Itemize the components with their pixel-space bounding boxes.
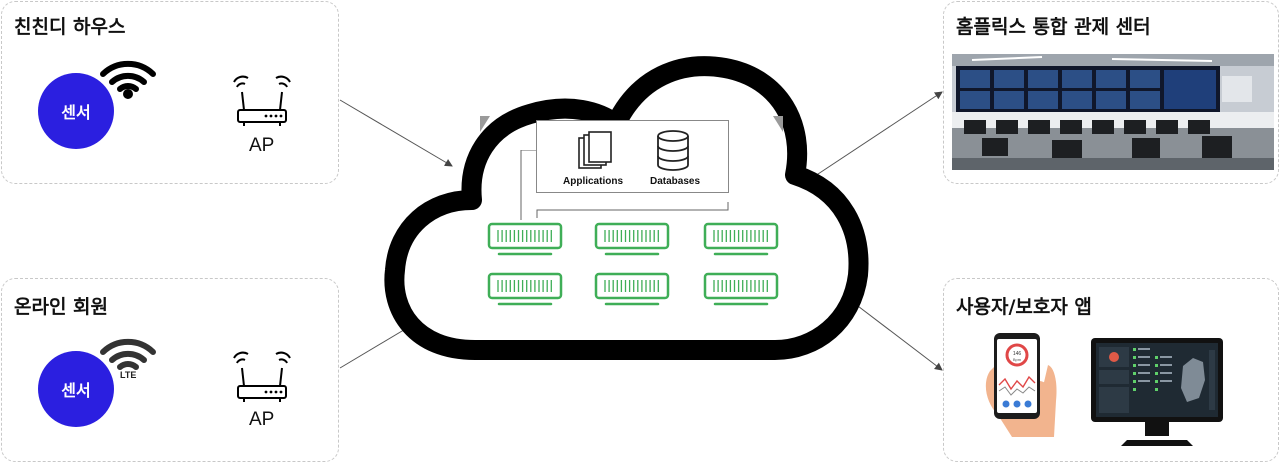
databases-label: Databases [650, 176, 701, 187]
app-db-box: Applications Databases [536, 120, 729, 193]
lte-signal-icon: LTE [100, 338, 156, 380]
server-rack-icon [703, 222, 779, 256]
online-sensor: 센서 [38, 351, 114, 427]
home-panel: 친친디 하우스 센서 AP [1, 1, 339, 184]
home-to-cloud-arrow [339, 99, 453, 167]
home-panel-title: 친친디 하우스 [14, 16, 126, 38]
server-rack-icon [703, 272, 779, 306]
lte-label: LTE [120, 370, 136, 380]
cloud-to-app-arrow [849, 299, 943, 371]
router-icon [233, 75, 291, 126]
cloud-to-control-arrow [811, 91, 943, 179]
server-rack-icon [594, 272, 670, 306]
connector-lines [520, 150, 729, 220]
app-panel-title: 사용자/보호자 앱 [956, 296, 1092, 318]
databases-icon [657, 130, 689, 171]
control-panel-title: 홈플릭스 통합 관제 센터 [956, 16, 1151, 38]
home-sensor: 센서 [38, 73, 114, 149]
phone-value: 146 [1013, 351, 1022, 357]
monitor-image [1091, 338, 1223, 446]
control-room-image [952, 54, 1274, 170]
online-panel-title: 온라인 회원 [14, 296, 109, 318]
server-rack-icon [487, 222, 563, 256]
home-ap-label: AP [249, 135, 275, 156]
applications-icon [578, 131, 612, 169]
router-icon [233, 351, 291, 402]
wifi-icon [100, 60, 156, 99]
online-ap-label: AP [249, 409, 275, 430]
online-panel: 온라인 회원 센서 LTE AP [1, 278, 339, 462]
control-center-panel: 홈플릭스 통합 관제 센터 [943, 1, 1279, 184]
user-app-panel: 사용자/보호자 앱 146 Bpm [943, 278, 1279, 462]
smartphone-image: 146 Bpm [985, 333, 1057, 437]
server-rack-icon [594, 222, 670, 256]
applications-label: Applications [563, 176, 624, 187]
phone-unit: Bpm [1013, 357, 1022, 362]
server-rack-icon [487, 272, 563, 306]
